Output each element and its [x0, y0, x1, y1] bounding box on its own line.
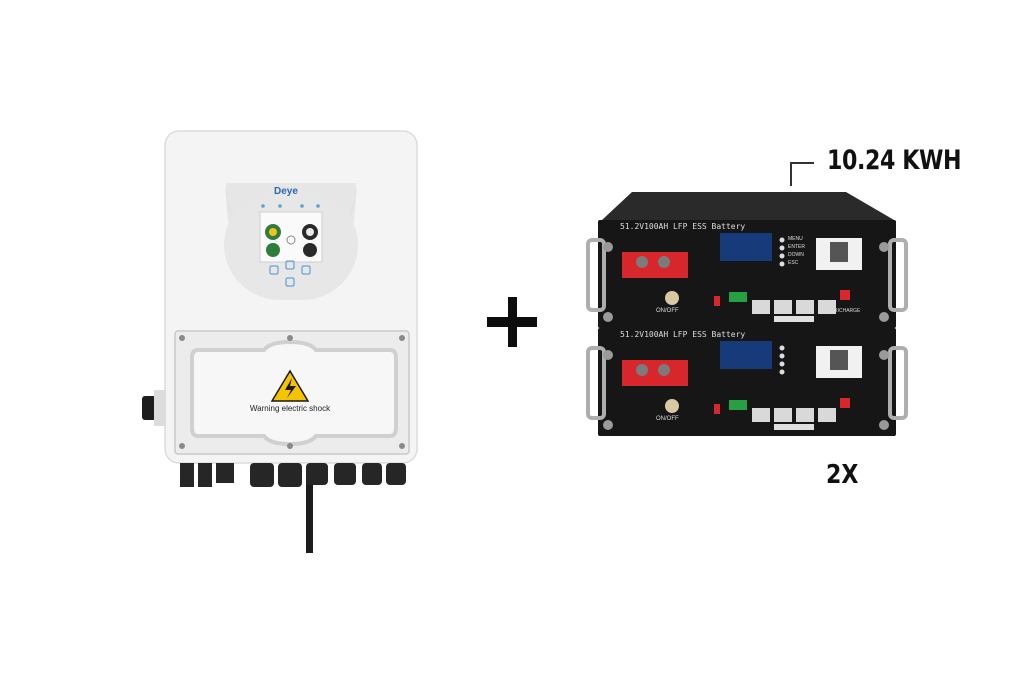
- battery-module-bottom: 51.2V100AH LFP ESS Battery ON/OFF: [584, 300, 914, 440]
- battery-label: 51.2V100AH LFP ESS Battery: [620, 330, 746, 339]
- capacity-pointer: [790, 162, 814, 186]
- battery-illustration: [586, 328, 908, 436]
- quantity-label: 2X: [826, 460, 859, 490]
- power-label: ON/OFF: [656, 416, 679, 422]
- inverter: Deye Warning electric shock: [140, 128, 430, 558]
- capacity-label: 10.24 KWH: [827, 145, 962, 176]
- esc-button-label: ESC: [788, 260, 799, 266]
- inverter-brand-logo: Deye: [274, 186, 298, 197]
- down-button-label: DOWN: [788, 252, 804, 258]
- enter-button-label: ENTER: [788, 244, 805, 250]
- power-label: ON/OFF: [656, 308, 679, 314]
- battery-brand: RICHARGE: [834, 308, 861, 314]
- inverter-illustration: [142, 130, 418, 553]
- warning-label: Warning electric shock: [249, 404, 331, 413]
- menu-button-label: MENU: [788, 236, 803, 242]
- plus-symbol: [487, 297, 537, 347]
- battery-module-top: 51.2V100AH LFP ESS Battery MENU ENTER DO…: [584, 192, 914, 332]
- battery-illustration: [586, 192, 908, 328]
- battery-label: 51.2V100AH LFP ESS Battery: [620, 222, 746, 231]
